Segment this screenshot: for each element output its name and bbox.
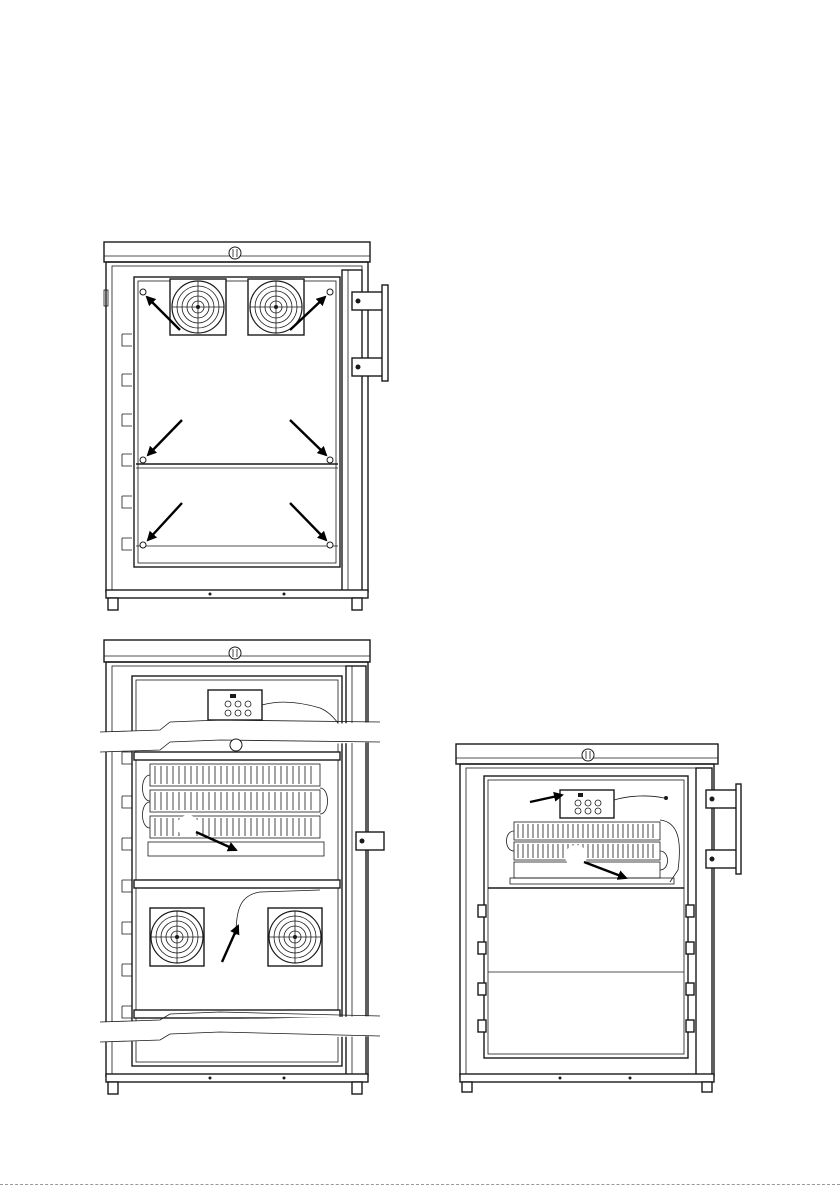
arrow-icon bbox=[584, 862, 626, 878]
screw-icon bbox=[327, 457, 333, 463]
arrow-icon bbox=[290, 503, 326, 540]
door-edge bbox=[696, 768, 712, 1076]
drip-tray bbox=[510, 878, 674, 884]
cabinet-base bbox=[460, 1074, 714, 1082]
cabinet-base bbox=[106, 1074, 368, 1082]
arrow-icon bbox=[530, 795, 562, 802]
screw-icon bbox=[140, 542, 146, 548]
foot-left bbox=[108, 598, 118, 610]
foot-right bbox=[702, 1082, 712, 1092]
foot-right bbox=[352, 1082, 362, 1094]
sensor-cable bbox=[262, 702, 340, 726]
door-handle bbox=[382, 285, 388, 381]
page-bottom-rule bbox=[0, 1184, 840, 1185]
cabinet-base bbox=[106, 590, 368, 598]
fan-icon bbox=[172, 281, 224, 333]
foot-left bbox=[108, 1082, 118, 1094]
foot-left bbox=[462, 1082, 472, 1092]
door-edge bbox=[342, 270, 362, 592]
screw-icon bbox=[327, 289, 333, 295]
cabinet-front-open bbox=[104, 242, 388, 610]
cabinet-evaporator-small bbox=[456, 744, 741, 1092]
arrow-icon bbox=[196, 832, 236, 850]
screw-icon bbox=[140, 457, 146, 463]
side-latches bbox=[478, 905, 694, 1032]
sensor-cable bbox=[614, 796, 664, 800]
screw-icon bbox=[327, 542, 333, 548]
shelf-upper bbox=[134, 752, 340, 760]
foot-right bbox=[352, 598, 362, 610]
top-screw-icon bbox=[229, 647, 241, 659]
arrow-icon bbox=[290, 420, 326, 455]
arrow-icon bbox=[222, 926, 238, 962]
arrow-icon bbox=[148, 420, 182, 455]
door-handle bbox=[736, 784, 741, 874]
fan-icon bbox=[269, 911, 321, 963]
evaporator-coil-icon bbox=[150, 764, 320, 838]
cabinet-shelves-evaporator bbox=[100, 640, 384, 1094]
top-screw-icon bbox=[229, 247, 241, 259]
screw-icon bbox=[140, 289, 146, 295]
shelf-middle bbox=[134, 880, 340, 888]
top-screw-icon bbox=[582, 749, 594, 761]
fan-icon bbox=[151, 911, 203, 963]
arrow-icon bbox=[148, 503, 182, 540]
